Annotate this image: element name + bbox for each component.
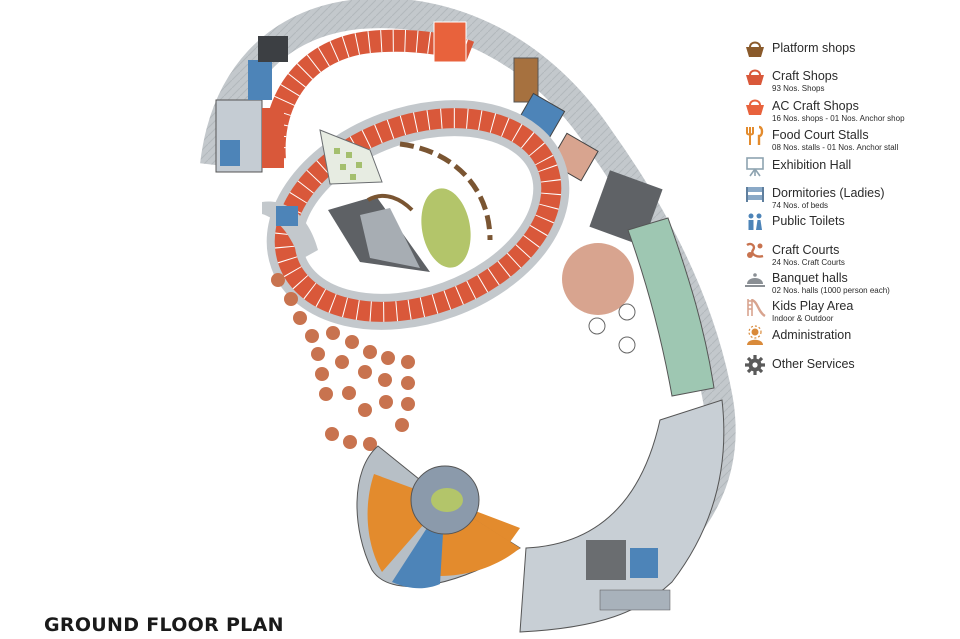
admin-icon — [747, 325, 763, 345]
basket-icon — [746, 41, 764, 57]
gear-icon — [745, 355, 765, 375]
toilet-icon — [748, 213, 762, 231]
slide-icon — [747, 298, 766, 318]
cloche-icon — [745, 273, 765, 287]
central-lawn — [421, 188, 471, 268]
courtyard-trees — [588, 303, 636, 354]
plan-title: GROUND FLOOR PLAN — [44, 614, 284, 636]
basket-icon — [746, 69, 764, 85]
nw-dormitory — [258, 36, 288, 62]
cutlery-icon — [746, 125, 764, 145]
easel-icon — [746, 157, 764, 177]
craft-court-circles — [271, 273, 415, 451]
kids-play-area — [627, 217, 715, 397]
banquet-hall-dome — [562, 243, 634, 315]
inner-arc-walk-2 — [366, 193, 414, 212]
se-banquet-wing — [519, 399, 725, 633]
pottery-icon — [746, 242, 764, 258]
inner-arc-walk-1 — [399, 141, 493, 241]
basket-icon — [746, 99, 764, 115]
ac-craft-anchor-shop — [433, 21, 467, 63]
bed-icon — [746, 187, 764, 202]
